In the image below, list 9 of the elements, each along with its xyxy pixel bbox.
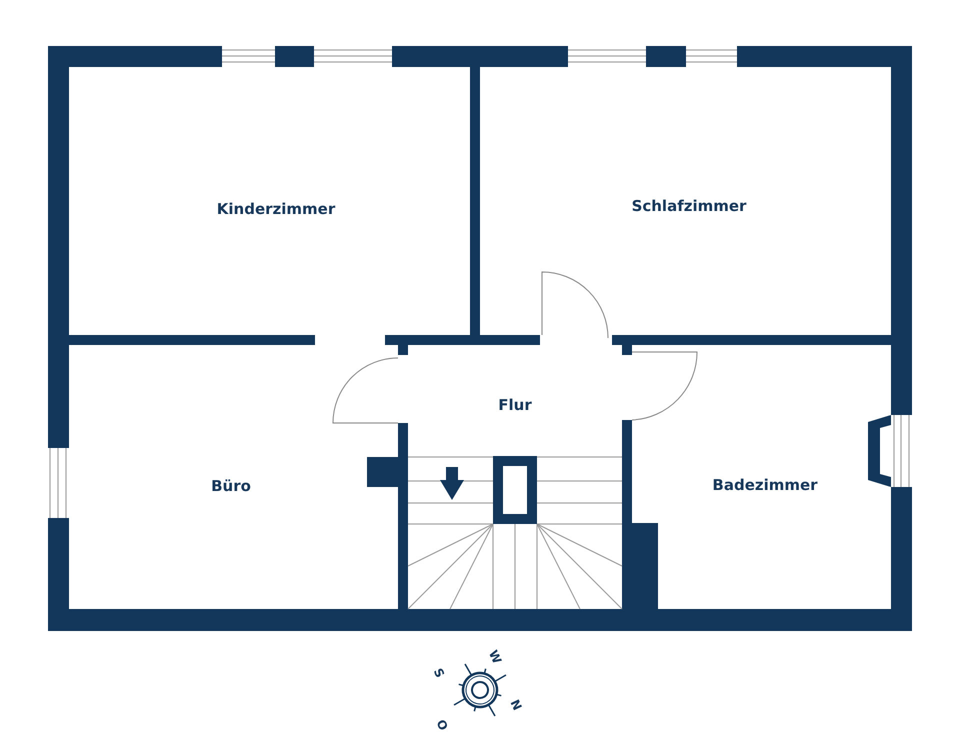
room-label: Flur: [498, 396, 532, 414]
room-label: Büro: [211, 477, 251, 495]
compass-direction-label: W: [486, 648, 504, 666]
room-label: Kinderzimmer: [216, 200, 336, 218]
compass-direction-label: S: [432, 666, 446, 680]
room-label: Schlafzimmer: [632, 197, 746, 215]
compass-direction-label: O: [434, 718, 450, 732]
compass-direction-label: N: [508, 698, 524, 712]
room-label: Badezimmer: [712, 476, 818, 494]
